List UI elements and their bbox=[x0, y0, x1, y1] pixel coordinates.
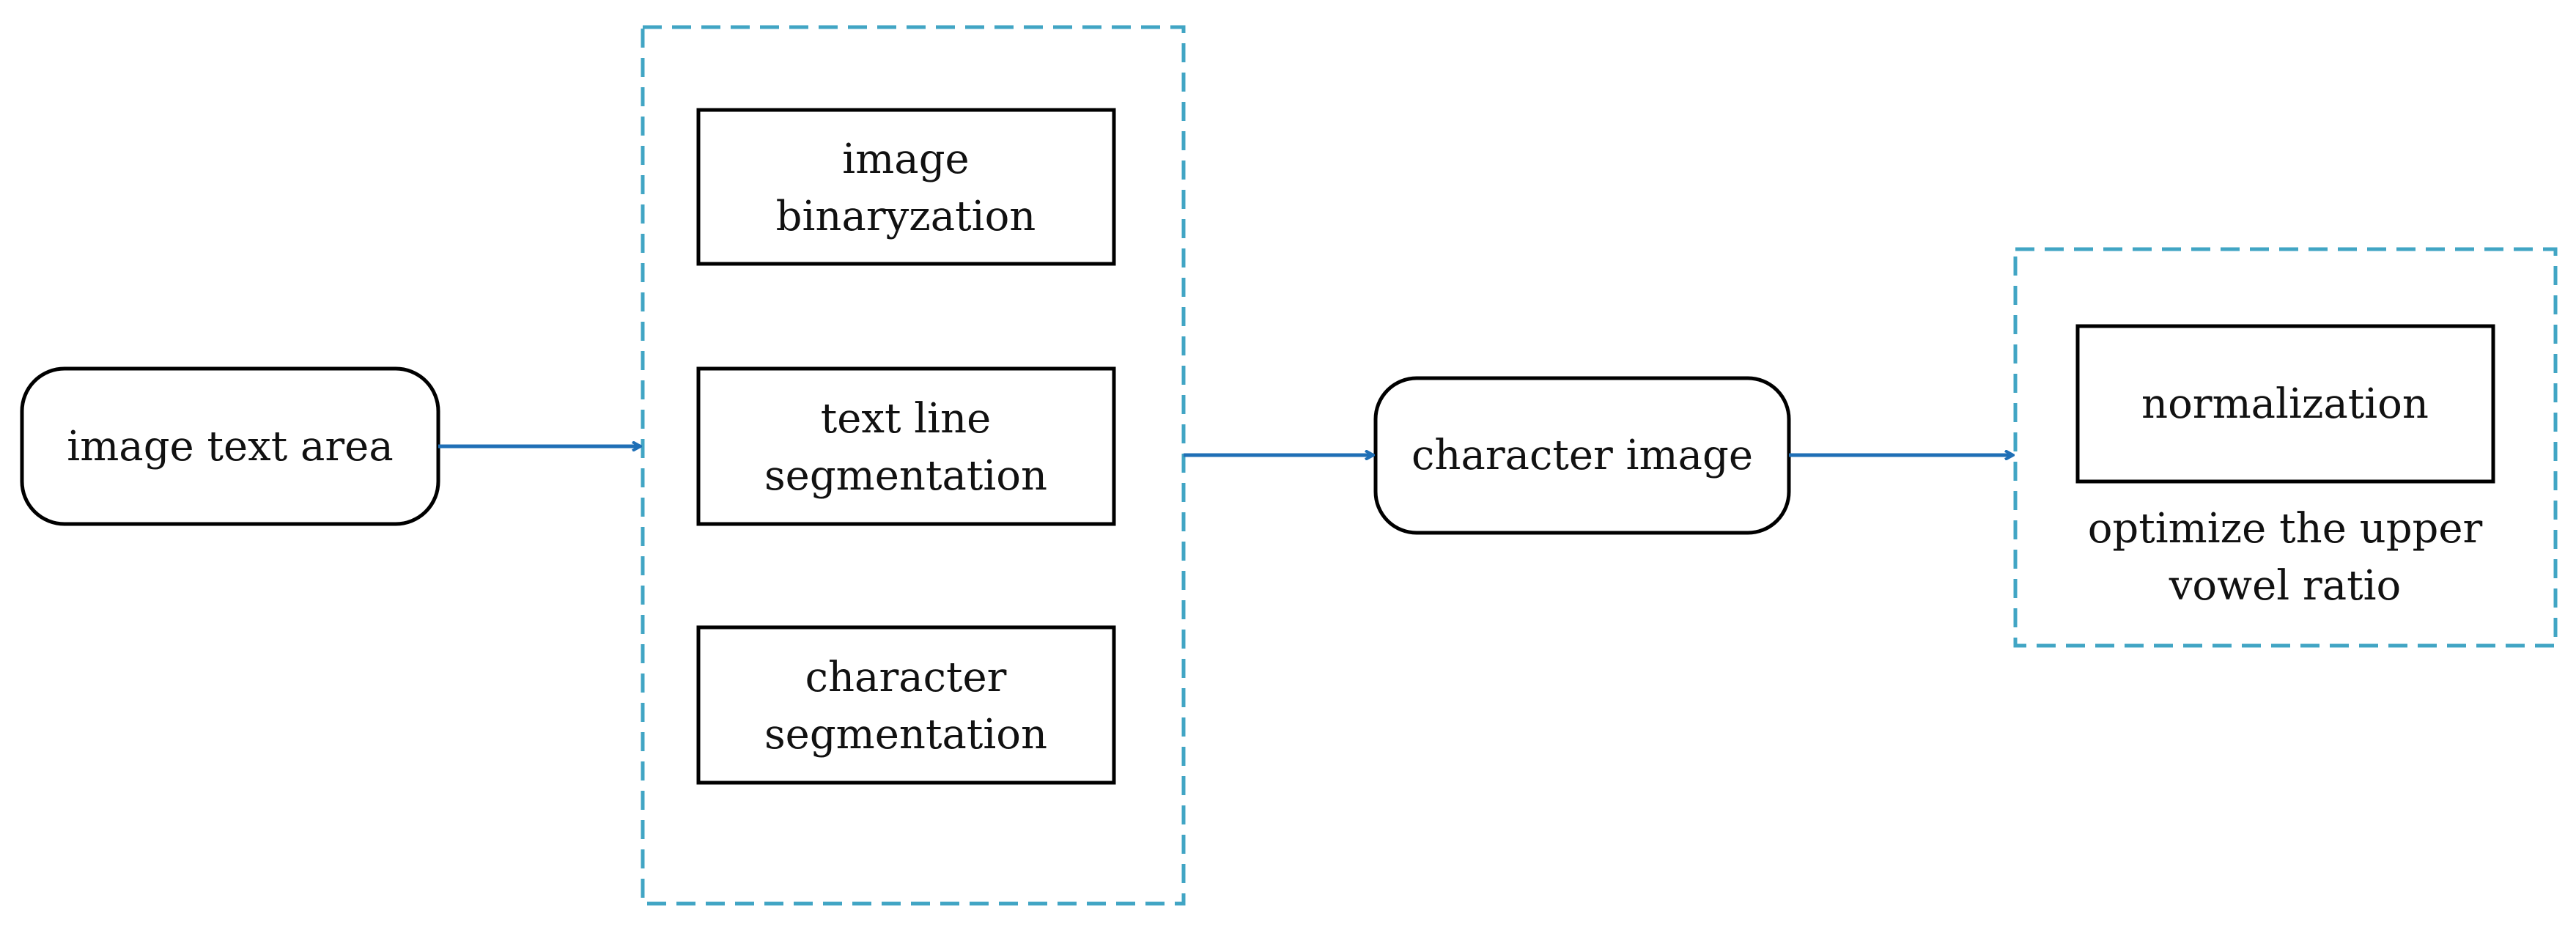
node-image-binaryzation: image binaryzation bbox=[696, 108, 1116, 266]
node-text-line-segmentation: text line segmentation bbox=[696, 366, 1116, 526]
segmentation-group bbox=[641, 25, 1186, 906]
node-character-image: character image bbox=[1373, 376, 1791, 535]
normalization-note-line2: vowel ratio bbox=[2169, 562, 2401, 610]
node-image-binaryzation-line1: image bbox=[842, 136, 969, 183]
node-image-text-area-label: image text area bbox=[67, 423, 393, 470]
node-image-text-area: image text area bbox=[20, 366, 440, 526]
normalization-note-line1: optimize the upper bbox=[2088, 505, 2483, 553]
node-text-line-segmentation-line1: text line bbox=[821, 395, 992, 443]
node-character-image-label: character image bbox=[1411, 432, 1753, 479]
node-normalization: normalization bbox=[2075, 324, 2495, 484]
node-character-segmentation-line2: segmentation bbox=[764, 711, 1047, 759]
node-character-segmentation: character segmentation bbox=[696, 625, 1116, 785]
node-character-segmentation-line1: character bbox=[805, 654, 1007, 701]
node-text-line-segmentation-line2: segmentation bbox=[764, 452, 1047, 500]
node-image-binaryzation-line2: binaryzation bbox=[776, 193, 1036, 240]
normalization-group bbox=[2013, 247, 2558, 648]
node-normalization-label: normalization bbox=[2141, 380, 2429, 428]
